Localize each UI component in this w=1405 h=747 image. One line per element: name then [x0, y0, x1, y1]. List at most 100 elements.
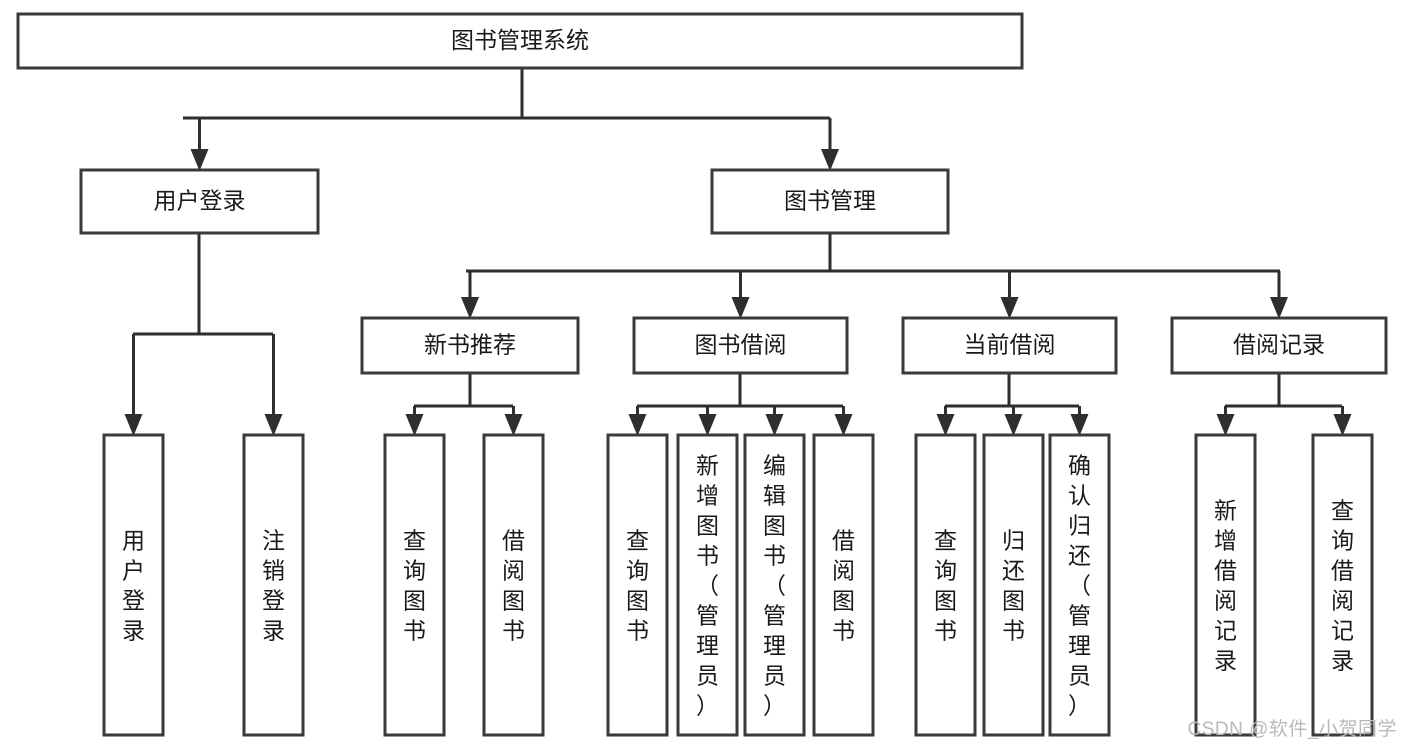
node-box-leaf-borrow-book-2[interactable] — [812, 433, 875, 737]
node-book-borrow[interactable]: 图书借阅 — [632, 316, 849, 375]
node-label-leaf-add-book: 新增图书（管理员） — [696, 452, 719, 718]
arrow-head-icon — [1004, 414, 1023, 436]
node-leaf-borrow-book-1[interactable]: 借阅图书 — [482, 433, 545, 737]
node-user-login[interactable]: 用户登录 — [79, 168, 320, 235]
node-box-current-borrow[interactable] — [901, 316, 1118, 375]
node-box-leaf-query-record[interactable] — [1311, 433, 1374, 737]
connector-to-current-borrow — [1000, 271, 1019, 319]
connector-to-borrow-record — [1270, 271, 1288, 319]
node-label-leaf-query-book-3: 查询图书 — [934, 527, 957, 643]
node-box-leaf-user-login[interactable] — [102, 433, 165, 737]
node-box-book-manage[interactable] — [710, 168, 950, 235]
connector-to-leaf-query-book-3 — [936, 406, 955, 436]
node-box-book-borrow[interactable] — [632, 316, 849, 375]
connector-to-leaf-query-book-1 — [405, 406, 424, 436]
arrow-head-icon — [1000, 297, 1019, 319]
node-box-new-book-rec[interactable] — [360, 316, 580, 375]
arrow-head-icon — [834, 414, 853, 436]
node-book-manage[interactable]: 图书管理 — [710, 168, 950, 235]
node-label-leaf-borrow-book-1: 借阅图书 — [502, 527, 525, 643]
node-leaf-add-record[interactable]: 新增借阅记录 — [1194, 433, 1257, 737]
connector-group-bar-user-login — [133, 233, 273, 336]
arrow-head-icon — [461, 297, 479, 319]
node-leaf-add-book[interactable]: 新增图书（管理员） — [676, 433, 739, 737]
arrow-head-icon — [124, 414, 143, 436]
node-leaf-borrow-book-2[interactable]: 借阅图书 — [812, 433, 875, 737]
node-label-leaf-edit-book: 编辑图书（管理员） — [763, 452, 786, 718]
node-leaf-user-logout[interactable]: 注销登录 — [242, 433, 305, 737]
arrow-head-icon — [1333, 414, 1352, 436]
node-box-root[interactable] — [16, 12, 1024, 70]
node-box-leaf-borrow-book-1[interactable] — [482, 433, 545, 737]
arrow-head-icon — [1070, 414, 1089, 436]
arrow-head-icon — [1270, 297, 1288, 319]
node-box-leaf-query-book-2[interactable] — [606, 433, 669, 737]
node-leaf-confirm-return[interactable]: 确认归还（管理员） — [1048, 433, 1111, 737]
connector-to-book-manage — [821, 118, 839, 171]
node-label-book-borrow: 图书借阅 — [695, 332, 787, 358]
connector-to-leaf-borrow-book-2 — [834, 406, 853, 436]
connector-to-leaf-query-record — [1333, 406, 1352, 436]
node-root[interactable]: 图书管理系统 — [16, 12, 1024, 70]
connector-to-new-book-rec — [461, 271, 479, 319]
node-current-borrow[interactable]: 当前借阅 — [901, 316, 1118, 375]
node-leaf-return-book[interactable]: 归还图书 — [982, 433, 1045, 737]
node-borrow-record[interactable]: 借阅记录 — [1170, 316, 1388, 375]
node-box-leaf-confirm-return[interactable] — [1048, 433, 1111, 737]
node-box-leaf-user-logout[interactable] — [242, 433, 305, 737]
node-label-leaf-query-book-2: 查询图书 — [626, 527, 649, 643]
node-leaf-query-book-2[interactable]: 查询图书 — [606, 433, 669, 737]
node-box-leaf-query-book-1[interactable] — [383, 433, 446, 737]
node-label-leaf-user-login: 用户登录 — [122, 527, 145, 643]
node-label-leaf-borrow-book-2: 借阅图书 — [832, 527, 855, 643]
connector-to-leaf-add-record — [1216, 406, 1235, 436]
connector-to-user-login — [190, 118, 209, 171]
node-leaf-query-book-1[interactable]: 查询图书 — [383, 433, 446, 737]
node-box-leaf-add-record[interactable] — [1194, 433, 1257, 737]
node-leaf-query-record[interactable]: 查询借阅记录 — [1311, 433, 1374, 737]
node-leaf-edit-book[interactable]: 编辑图书（管理员） — [743, 433, 806, 737]
connector-group-bar-root — [183, 68, 830, 120]
arrow-head-icon — [936, 414, 955, 436]
arrow-head-icon — [765, 414, 784, 436]
arrow-head-icon — [405, 414, 424, 436]
connector-to-leaf-user-login — [124, 334, 143, 436]
arrow-head-icon — [821, 149, 839, 171]
node-label-leaf-user-logout: 注销登录 — [262, 527, 285, 643]
connector-to-leaf-confirm-return — [1070, 406, 1089, 436]
connector-to-leaf-user-logout — [264, 334, 283, 436]
connector-layer — [124, 68, 1352, 436]
arrow-head-icon — [731, 297, 750, 319]
connector-to-leaf-edit-book — [765, 406, 784, 436]
node-label-current-borrow: 当前借阅 — [964, 332, 1056, 358]
node-leaf-query-book-3[interactable]: 查询图书 — [914, 433, 977, 737]
node-box-leaf-return-book[interactable] — [982, 433, 1045, 737]
node-label-root: 图书管理系统 — [451, 27, 589, 53]
arrow-head-icon — [628, 414, 647, 436]
node-box-leaf-add-book[interactable] — [676, 433, 739, 737]
node-box-leaf-edit-book[interactable] — [743, 433, 806, 737]
arrow-head-icon — [190, 149, 209, 171]
connector-group-bar-borrow-record — [1225, 373, 1342, 408]
connector-to-leaf-borrow-book-1 — [504, 406, 523, 436]
node-box-borrow-record[interactable] — [1170, 316, 1388, 375]
node-label-new-book-rec: 新书推荐 — [424, 332, 516, 358]
node-new-book-rec[interactable]: 新书推荐 — [360, 316, 580, 375]
connector-to-leaf-return-book — [1004, 406, 1023, 436]
connector-group-bar-new-book-rec — [414, 373, 513, 408]
node-box-user-login[interactable] — [79, 168, 320, 235]
node-label-leaf-return-book: 归还图书 — [1002, 527, 1025, 643]
node-label-leaf-confirm-return: 确认归还（管理员） — [1068, 452, 1091, 718]
node-leaf-user-login[interactable]: 用户登录 — [102, 433, 165, 737]
connector-to-leaf-query-book-2 — [628, 406, 647, 436]
node-label-borrow-record: 借阅记录 — [1233, 332, 1325, 358]
arrow-head-icon — [504, 414, 523, 436]
connector-group-bar-book-manage — [466, 233, 1280, 273]
node-label-leaf-query-record: 查询借阅记录 — [1331, 497, 1354, 673]
node-box-leaf-query-book-3[interactable] — [914, 433, 977, 737]
node-label-leaf-add-record: 新增借阅记录 — [1214, 497, 1237, 673]
arrow-head-icon — [698, 414, 717, 436]
node-label-book-manage: 图书管理 — [784, 188, 876, 214]
